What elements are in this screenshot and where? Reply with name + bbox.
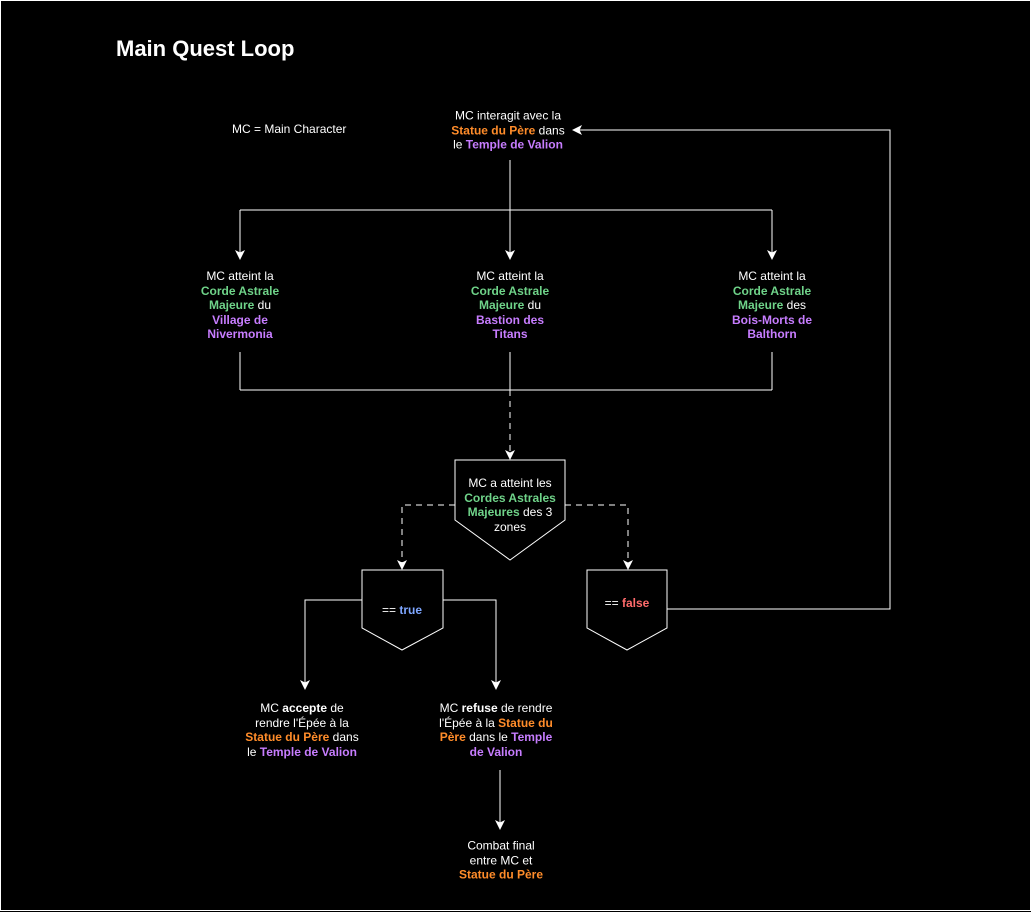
edge-decision-to-true [397,504,455,570]
node-bois-text-1: MC atteint la [738,268,806,283]
node-start-text-1: MC interagit avec la [454,108,562,123]
node-accept-text-2: dans le [247,730,359,759]
node-bastion-corde: Corde Astrale [470,283,550,298]
node-village-text-2: du [257,297,272,312]
node-bastion-place: Bastion des Titans [475,312,544,341]
node-bois-majeure: Majeure [737,297,784,312]
node-final-text-1: Combat final entre MC et [467,838,535,867]
node-village-text-1: MC atteint la [206,268,274,283]
node-accept: MC accepte de rendre l'Épée à la Statue … [245,701,360,759]
node-final-statue: Statue du Père [458,867,544,882]
true-gate-shape [361,569,444,651]
edge-false-loop [572,125,891,610]
edge-true-to-refuse [443,599,501,690]
node-refuse-mc: MC [439,701,459,715]
edge-decision-to-false [565,504,633,570]
node-false-prefix: == [604,595,619,610]
node-bastion-text-1: MC atteint la [476,268,544,283]
diagram-title: Main Quest Loop [116,36,295,61]
node-refuse-text-1: de rendre l'Épée à la [439,701,553,730]
node-bois-place: Bois-Morts de Balthorn [731,312,812,341]
node-refuse-text-2: dans le [469,730,508,744]
node-start-text-2: dans [538,122,565,137]
node-true-value: true [399,602,423,617]
node-village: MC atteint la Corde Astrale Majeure du V… [195,269,285,342]
node-accept-temple: Temple de Valion [259,744,357,759]
node-decision: MC a atteint les Cordes Astrales Majeure… [460,476,560,534]
edge-true-to-accept [300,599,362,690]
node-accept-mc: MC [260,701,279,715]
node-start: MC interagit avec la Statue du Père dans… [438,108,578,152]
node-decision-text-2: des 3 zones [493,505,553,534]
node-bois-corde: Corde Astrale [732,283,812,298]
node-decision-text-1: MC a atteint les [468,476,552,490]
node-bastion-majeure: Majeure [478,297,525,312]
node-village-corde: Corde Astrale [200,283,280,298]
node-decision-cordes: Cordes Astrales Majeures [464,490,556,520]
node-refuse: MC refuse de rendre l'Épée à la Statue d… [434,701,559,759]
node-false-value: false [622,595,650,610]
node-refuse-verb: refuse [461,701,498,715]
decision-shape [454,459,566,561]
node-start-temple: Temple de Valion [465,137,563,152]
legend-note: MC = Main Character [232,122,347,136]
node-bastion-text-2: du [527,297,542,312]
node-refuse-temple: Temple de Valion [469,730,553,759]
node-start-text-3: le [453,137,463,152]
node-false-gate: == false [592,596,662,611]
node-accept-statue: Statue du Père [245,730,330,744]
node-final: Combat final entre MC et Statue du Père [454,838,549,882]
node-bois-text-2: des [786,297,807,312]
node-accept-verb: accepte [282,701,327,715]
node-accept-text-1: de rendre l'Épée à la [255,701,349,730]
node-village-place: Village de Nivermonia [207,312,273,341]
node-refuse-statue: Statue du Père [439,715,553,745]
node-true-prefix: == [381,602,396,617]
node-bois: MC atteint la Corde Astrale Majeure des … [722,269,822,342]
node-true-gate: == true [367,603,437,618]
false-gate-shape [586,569,668,651]
node-village-majeure: Majeure [208,297,255,312]
node-start-statue: Statue du Père [451,122,536,137]
node-bastion: MC atteint la Corde Astrale Majeure du B… [465,269,555,342]
